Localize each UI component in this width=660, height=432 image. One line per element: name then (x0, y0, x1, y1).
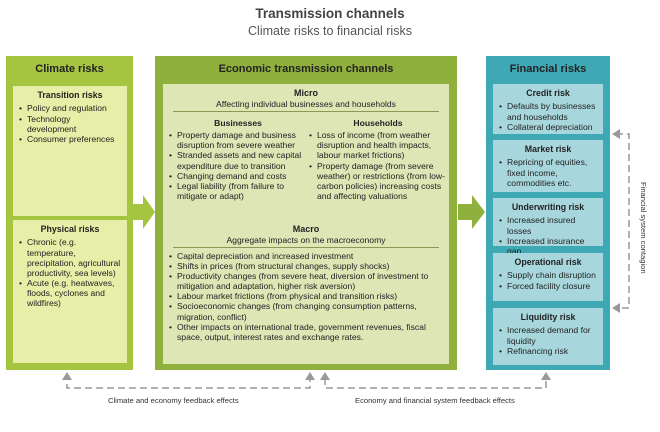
arrow-head-up-icon (320, 372, 330, 380)
households-title: Households (353, 118, 403, 128)
market-risk-list: Repricing of equities, fixed income, com… (499, 157, 597, 187)
arrow-head-up-icon (541, 372, 551, 380)
list-item: Acute (e.g. heatwaves, floods, cyclones … (19, 278, 121, 308)
underwriting-risk-list: Increased insured losses Increased insur… (499, 215, 597, 256)
diagram-title: Transmission channels (255, 6, 405, 21)
divider (173, 110, 439, 112)
contagion-loop-arrow (612, 129, 630, 313)
list-item: Property damage and business disruption … (169, 130, 307, 150)
economic-to-financial-arrow (458, 195, 485, 229)
transition-risks-title: Transition risks (37, 90, 103, 100)
micro-title: Micro (293, 88, 318, 98)
financial-risks-header: Financial risks (509, 63, 587, 75)
arrow-head-left-icon (612, 303, 620, 313)
liquidity-risk-title: Liquidity risk (520, 312, 576, 322)
macro-description: Aggregate impacts on the macroeconomy (226, 234, 386, 245)
climate-risks-panel: Climate risks Transition risks Policy an… (6, 56, 133, 370)
financial-risks-panel: Financial risks Credit risk Defaults by … (486, 56, 610, 370)
climate-economy-feedback-label: Climate and economy feedback effects (108, 396, 239, 405)
operational-risk-title: Operational risk (514, 257, 582, 267)
list-item: Property damage (from severe weather) or… (309, 161, 447, 202)
arrow-head-left-icon (612, 129, 620, 139)
macro-list: Capital depreciation and increased inves… (169, 251, 443, 342)
macro-box: Macro Aggregate impacts on the macroecon… (163, 220, 449, 364)
list-item: Socioeconomic changes (from changing con… (169, 301, 443, 321)
macro-title: Macro (292, 224, 320, 234)
households-column: Households Loss of income (from weather … (309, 118, 447, 201)
operational-risk-box: Operational risk Supply chain disruption… (493, 253, 603, 301)
list-item: Defaults by businesses and households (499, 101, 597, 121)
list-item: Legal liability (from failure to mitigat… (169, 181, 307, 201)
list-item: Other impacts on international trade, go… (169, 322, 443, 342)
list-item: Collateral depreciation (499, 122, 597, 132)
climate-risks-header: Climate risks (35, 63, 104, 75)
list-item: Capital depreciation and increased inves… (169, 251, 443, 261)
list-item: Increased demand for liquidity (499, 325, 597, 345)
list-item: Technology development (19, 114, 121, 134)
liquidity-risk-list: Increased demand for liquidity Refinanci… (499, 325, 597, 356)
market-risk-title: Market risk (524, 144, 572, 154)
transition-risks-list: Policy and regulation Technology develop… (19, 103, 121, 144)
list-item: Refinancing risk (499, 346, 597, 356)
operational-risk-list: Supply chain disruption Forced facility … (499, 270, 597, 290)
transition-risks-box: Transition risks Policy and regulation T… (13, 86, 127, 216)
credit-risk-title: Credit risk (526, 88, 570, 98)
list-item: Increased insurance gap (499, 236, 597, 256)
micro-description: Affecting individual businesses and hous… (216, 98, 396, 109)
list-item: Productivity changes (from severe heat, … (169, 271, 443, 291)
financial-contagion-label: Financial system contagion (639, 182, 648, 274)
economic-channels-panel: Economic transmission channels Micro Aff… (155, 56, 457, 370)
economy-financial-feedback-label: Economy and financial system feedback ef… (355, 396, 515, 405)
businesses-column: Businesses Property damage and business … (169, 118, 307, 201)
market-risk-box: Market risk Repricing of equities, fixed… (493, 140, 603, 192)
list-item: Loss of income (from weather disruption … (309, 130, 447, 160)
divider (173, 246, 439, 248)
businesses-list: Property damage and business disruption … (169, 130, 307, 201)
arrow-head-up-icon (62, 372, 72, 380)
economic-channels-header: Economic transmission channels (218, 63, 394, 75)
credit-risk-box: Credit risk Defaults by businesses and h… (493, 84, 603, 134)
list-item: Forced facility closure (499, 281, 597, 291)
underwriting-risk-title: Underwriting risk (511, 202, 585, 212)
list-item: Shifts in prices (from structural change… (169, 261, 443, 271)
underwriting-risk-box: Underwriting risk Increased insured loss… (493, 198, 603, 256)
list-item: Policy and regulation (19, 103, 121, 113)
list-item: Stranded assets and new capital expendit… (169, 150, 307, 170)
businesses-title: Businesses (214, 118, 262, 128)
list-item: Repricing of equities, fixed income, com… (499, 157, 597, 187)
list-item: Consumer preferences (19, 134, 121, 144)
climate-to-economic-arrow (133, 195, 155, 229)
credit-risk-list: Defaults by businesses and households Co… (499, 101, 597, 132)
physical-risks-list: Chronic (e.g. temperature, precipitation… (19, 237, 121, 308)
liquidity-risk-box: Liquidity risk Increased demand for liqu… (493, 308, 603, 365)
physical-risks-title: Physical risks (40, 224, 100, 234)
diagram-subtitle: Climate risks to financial risks (248, 24, 412, 38)
list-item: Increased insured losses (499, 215, 597, 235)
physical-risks-box: Physical risks Chronic (e.g. temperature… (13, 220, 127, 363)
feedback-arrows (62, 372, 551, 389)
households-list: Loss of income (from weather disruption … (309, 130, 447, 201)
list-item: Chronic (e.g. temperature, precipitation… (19, 237, 121, 278)
list-item: Labour market frictions (from physical a… (169, 291, 443, 301)
arrow-head-up-icon (305, 372, 315, 380)
list-item: Supply chain disruption (499, 270, 597, 280)
list-item: Changing demand and costs (169, 171, 307, 181)
